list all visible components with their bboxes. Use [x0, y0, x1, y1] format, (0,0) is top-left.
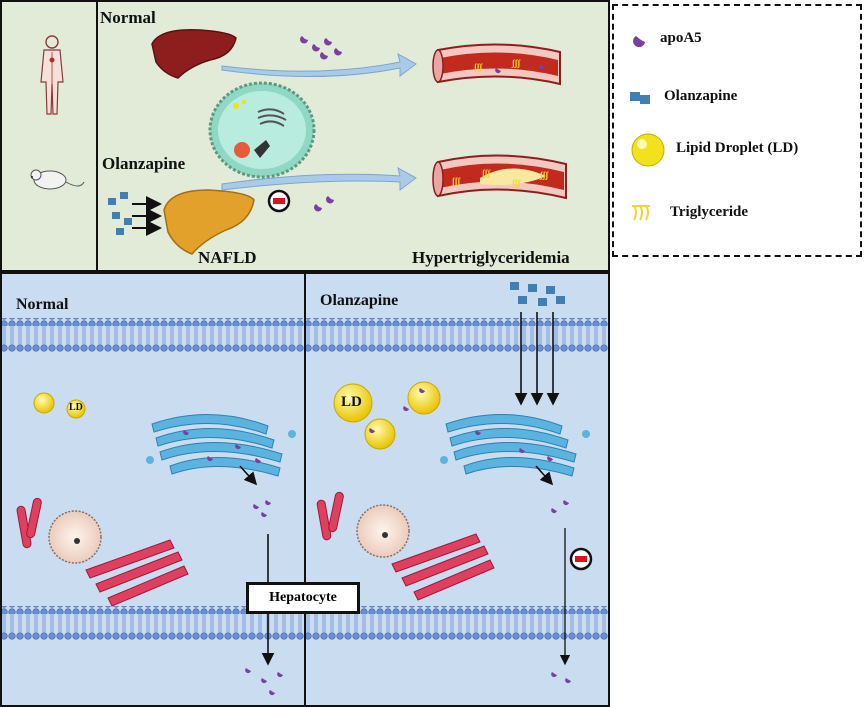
hypertriglyceridemia-blood-vessel-icon: ʃʃʃ ʃʃʃ ʃʃʃ ʃʃʃ [432, 154, 567, 200]
apoa5-in-golgi-normal [183, 430, 261, 464]
apoa5-in-golgi-olanzapine [475, 430, 553, 462]
olanzapine-entry-group [108, 192, 162, 236]
apoa5-vesicles-normal [253, 500, 271, 518]
hypertriglyceridemia-label: Hypertriglyceridemia [412, 248, 570, 267]
human-figure-icon [40, 35, 64, 115]
olanzapine-entry-arrows-bottom [514, 312, 560, 406]
triglyceride-icon [632, 205, 650, 221]
olanzapine-flow-arrow [221, 167, 417, 191]
lipid-droplet-small-1 [33, 392, 55, 414]
endoplasmic-reticulum-normal [85, 539, 189, 607]
legend-label-triglyceride: Triglyceride [670, 204, 749, 220]
legend-item-triglyceride: Triglyceride [628, 202, 858, 226]
nucleus-olanzapine [356, 504, 410, 558]
svg-text:ʃʃʃ: ʃʃʃ [511, 178, 521, 188]
legend-label-olanzapine: Olanzapine [664, 88, 738, 104]
endoplasmic-reticulum-olanzapine [391, 533, 495, 601]
mitochondria-olanzapine [316, 491, 344, 541]
legend-label-lipid-droplet: Lipid Droplet (LD) [676, 140, 799, 156]
legend-box: apoA5 Olanzapine Lipid Droplet (LD) Trig… [612, 4, 862, 257]
ld-label-normal: LD [69, 402, 83, 413]
normal-blood-vessel-icon: ʃʃʃ ʃʃʃ [432, 43, 561, 86]
olanzapine-icon [630, 92, 650, 104]
bottom-normal-label: Normal [16, 296, 69, 313]
nafld-label: NAFLD [198, 248, 257, 267]
apoa5-released-olanzapine [551, 672, 571, 684]
apoa5-released-normal [245, 668, 283, 696]
normal-liver-icon [151, 29, 237, 79]
lipid-droplet-large-2 [407, 381, 441, 415]
svg-text:ʃʃʃ: ʃʃʃ [473, 62, 483, 72]
lipid-droplet-icon [631, 133, 665, 167]
nucleus-normal [48, 510, 102, 564]
lipid-droplet-large-3 [364, 418, 396, 450]
bottom-olanzapine-label: Olanzapine [320, 292, 399, 309]
apoa5-icon [633, 36, 645, 48]
nafld-liver-icon [163, 189, 255, 255]
golgi-exit-arrow-olanzapine [535, 465, 554, 486]
hepatocyte-label: Hepatocyte [269, 590, 337, 605]
golgi-apparatus-normal [146, 413, 296, 477]
inhibition-icon-bottom [569, 547, 593, 571]
svg-text:ʃʃʃ: ʃʃʃ [451, 176, 461, 186]
golgi-exit-arrow-normal [239, 465, 258, 486]
mitochondria-normal [16, 497, 42, 549]
apoa5-vesicles-olanzapine [551, 500, 569, 514]
species-icon-column [0, 0, 98, 272]
golgi-apparatus-olanzapine [440, 413, 590, 477]
hepatocyte-cell-icon [208, 81, 316, 179]
legend-item-apoa5: apoA5 [628, 28, 858, 52]
inhibition-icon-top [267, 189, 291, 213]
legend-item-olanzapine: Olanzapine [628, 86, 858, 110]
hepatocyte-label-box: Hepatocyte [246, 582, 360, 614]
legend-item-lipid-droplet: Lipid Droplet (LD) [628, 130, 858, 170]
top-normal-label: Normal [100, 8, 156, 27]
legend-label-apoa5: apoA5 [660, 30, 702, 46]
svg-text:ʃʃʃ: ʃʃʃ [539, 170, 549, 180]
olanzapine-molecules-bottom [510, 282, 565, 306]
lipid-droplet-small-2 [66, 399, 86, 419]
lipid-droplet-large-1 [333, 383, 373, 423]
top-olanzapine-label: Olanzapine [102, 154, 186, 173]
ld-label-olanzapine: LD [341, 394, 362, 410]
svg-text:ʃʃʃ: ʃʃʃ [481, 168, 491, 178]
apoa5-near-droplets [369, 388, 425, 434]
mouse-icon [30, 169, 85, 190]
normal-flow-arrow [221, 53, 417, 77]
apoa5-secreted-olanzapine [314, 196, 334, 212]
svg-text:ʃʃʃ: ʃʃʃ [511, 58, 521, 68]
apoa5-secreted-normal [300, 36, 342, 60]
